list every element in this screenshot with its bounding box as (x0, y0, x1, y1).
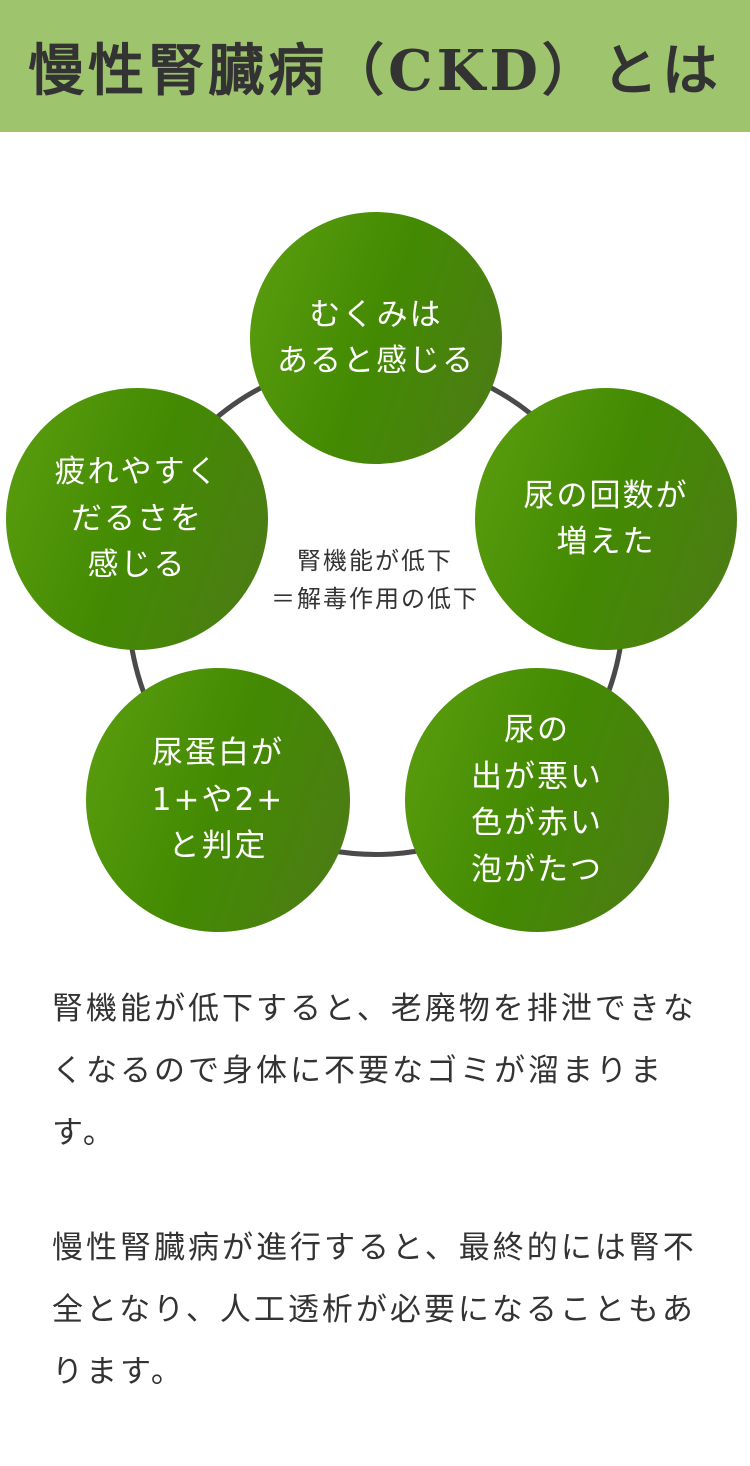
center-caption-line: 腎機能が低下 (297, 547, 453, 575)
symptom-text: 疲れやすく だるさを 感じる (54, 454, 220, 584)
explanation-paragraph: 慢性腎臓病が進行すると、最終的には腎不全となり、人工透析が必要になることもありま… (52, 1230, 697, 1390)
center-caption-line: ＝解毒作用の低下 (271, 585, 479, 614)
symptom-text: むくみは あると感じる (277, 296, 475, 380)
symptom-text: 尿蛋白が 1+や2+ と判定 (151, 735, 285, 865)
symptom-circle-urination-frequency: 尿の回数が 増えた (475, 388, 737, 650)
symptom-text: 尿の 出が悪い 色が赤い 泡がたつ (471, 712, 603, 888)
symptom-circle-proteinuria: 尿蛋白が 1+や2+ と判定 (86, 668, 350, 932)
center-caption: 腎機能が低下 ＝解毒作用の低下 (220, 542, 530, 619)
symptom-circle-fatigue: 疲れやすく だるさを 感じる (6, 388, 268, 650)
symptom-circle-swelling: むくみは あると感じる (250, 212, 502, 464)
page-title: 慢性腎臓病（CKD）とは (28, 37, 722, 104)
explanation-paragraph: 腎機能が低下すると、老廃物を排泄できなくなるので身体に不要なゴミが溜まります。 (52, 991, 697, 1151)
symptom-circle-urine-condition: 尿の 出が悪い 色が赤い 泡がたつ (405, 668, 669, 932)
symptom-text: 尿の回数が 増えた (523, 477, 689, 561)
ckd-symptom-diagram: むくみは あると感じる 尿の回数が 増えた 疲れやすく だるさを 感じる 尿蛋白… (0, 132, 750, 952)
header-banner: 慢性腎臓病（CKD）とは (0, 0, 750, 132)
